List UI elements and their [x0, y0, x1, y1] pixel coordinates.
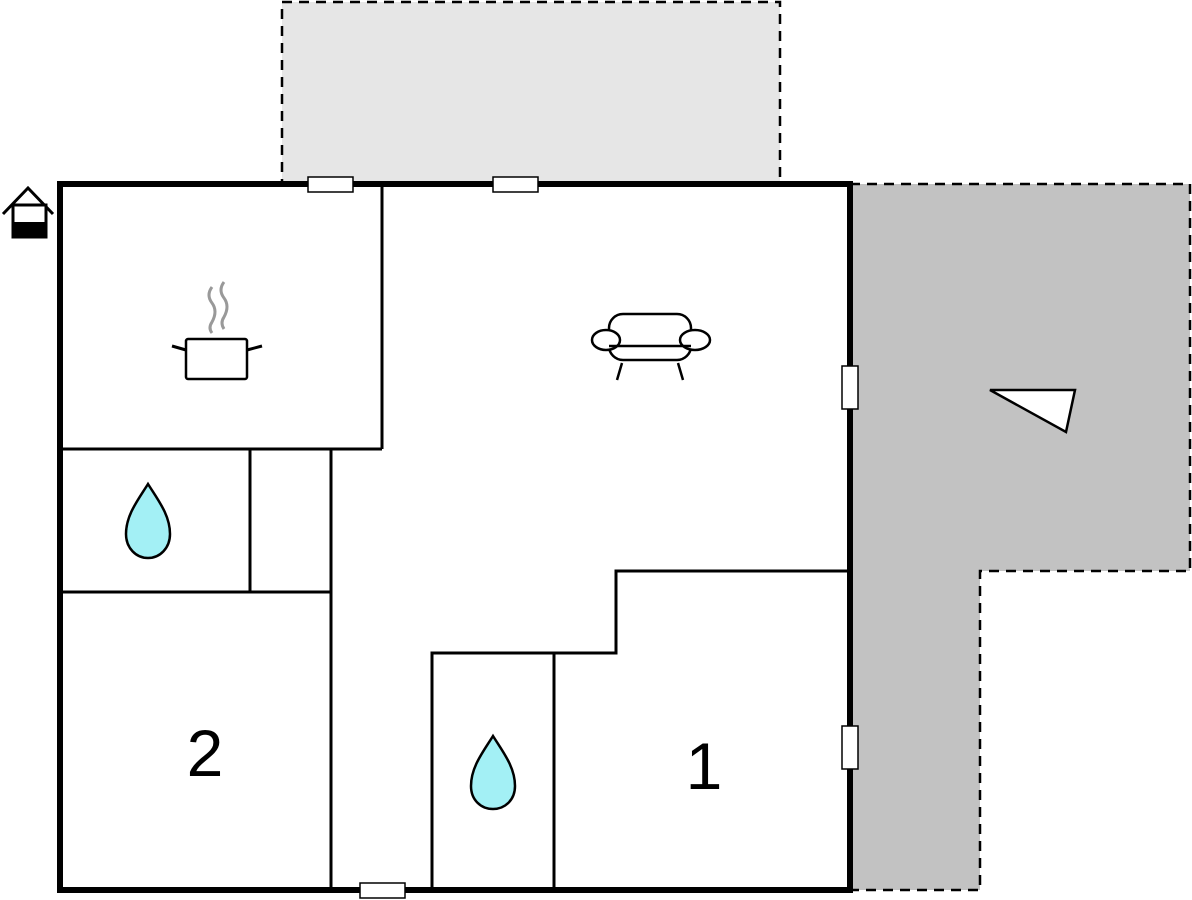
house-entrance-icon: [1, 185, 55, 239]
terrace-area: [848, 182, 1192, 892]
wall-bedroom1-outline: [430, 569, 850, 890]
room-label-bedroom-1: 1: [686, 729, 723, 803]
windows: [307, 176, 859, 899]
room-label-bedroom-2: 2: [187, 716, 224, 790]
window-living-east: [841, 365, 859, 410]
sofa-icon: [590, 312, 712, 381]
house-outline: [57, 181, 853, 893]
window-bedroom1-east: [841, 725, 859, 770]
door-entrance-south: [359, 882, 406, 899]
water-drop-icon: [124, 481, 172, 560]
water-drop-icon: [469, 733, 517, 811]
balcony-area: [280, 0, 782, 186]
north-arrow-icon: [989, 388, 1077, 434]
window-kitchen: [307, 176, 354, 193]
cooking-pot-icon: [171, 281, 263, 381]
interior-walls: [60, 184, 850, 890]
window-living-north: [492, 176, 539, 193]
